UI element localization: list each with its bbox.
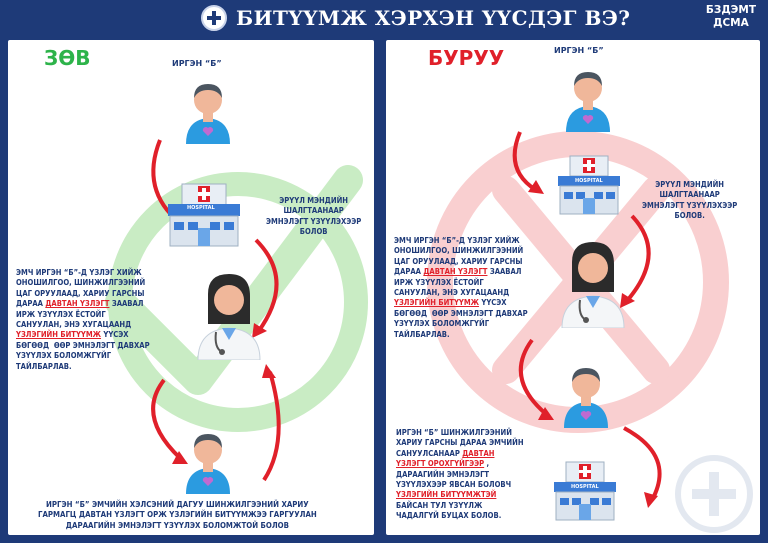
doctor-explanation: ЭМЧ ИРГЭН “Б”-Д ҮЗЛЭГ ХИЙЖ ОНОШИЛГОО, ШИ… bbox=[394, 236, 528, 340]
header-bar: БИТҮҮМЖ ХЭРХЭН ҮҮСДЭГ ВЭ? БЗДЭМТ ДСМА bbox=[0, 0, 768, 36]
bottom-explanation: ИРГЭН “Б” ЭМЧИЙН ХЭЛСЭНИЙ ДАГУУ ШИНЖИЛГЭ… bbox=[38, 500, 317, 530]
page-title: БИТҮҮМЖ ХЭРХЭН ҮҮСДЭГ ВЭ? bbox=[236, 6, 631, 30]
hospital-note: ЭРҮҮЛ МЭНДИЙН ШАЛГТААНААР ЭМНЭЛЭГТ ҮЗҮҮЛ… bbox=[266, 196, 362, 237]
doctor-text-highlight-2: ҮЗЛЭГИЙН БИТҮҮМЖ bbox=[16, 330, 102, 340]
doctor-text-highlight-1: ДАВТАН ҮЗЛЭГТ bbox=[423, 267, 488, 277]
hospital-note: ЭРҮҮЛ МЭНДИЙН ШАЛГТААНААР ЭМНЭЛЭГТ ҮЗҮҮЛ… bbox=[642, 180, 738, 221]
ministry-logo-icon bbox=[201, 5, 227, 31]
doctor-text-part-b: ЗААВАЛ ИРЖ ҮЗҮҮЛЭХ ЁСТОЙГ САНУУЛАН, ЭНЭ … bbox=[16, 299, 144, 330]
citizen-middle-icon bbox=[564, 368, 608, 428]
hospital-sign-bottom: HOSPITAL bbox=[571, 484, 599, 490]
citizen-bottom-icon bbox=[186, 434, 230, 494]
org-line-2: ДСМА bbox=[713, 17, 749, 29]
doctor-explanation: ЭМЧ ИРГЭН “Б”-Д ҮЗЛЭГ ХИЙЖ ОНОШИЛГОО, ШИ… bbox=[16, 268, 150, 372]
citizen-label: ИРГЭН “Б” bbox=[554, 46, 604, 55]
citizen-icon bbox=[566, 72, 610, 132]
bottom-text-part-c: БАЙСАН ТУЛ ҮЗҮҮЛЖ ЧАДАЛГҮЙ БУЦАХ БОЛОВ. bbox=[396, 500, 502, 521]
doctor-text-part-a: ЭМЧ ИРГЭН “Б”-Д ҮЗЛЭГ ХИЙЖ ОНОШИЛГОО, ШИ… bbox=[16, 268, 146, 309]
green-checkmark-icon bbox=[105, 165, 363, 395]
bottom-explanation: ИРГЭН “Б” ШИНЖИЛГЭЭНИЙ ХАРИУ ГАРСНЫ ДАРА… bbox=[396, 428, 524, 522]
doctor-text-highlight-2: ҮЗЛЭГИЙН БИТҮҮМЖ bbox=[394, 298, 480, 308]
doctor-text-part-c: ҮҮСЭХ БӨГӨӨД ӨӨР ЭМНЭЛЭГТ ДАВХАР ҮЗҮҮЛЭХ… bbox=[16, 330, 150, 371]
citizen-label: ИРГЭН “Б” bbox=[172, 59, 222, 68]
doctor-text-part-c: ҮҮСЭХ БӨГӨӨД ӨӨР ЭМНЭЛЭГТ ДАВХАР ҮЗҮҮЛЭХ… bbox=[394, 298, 528, 339]
watermark-logo-icon bbox=[675, 455, 753, 533]
bottom-text-part-a: ИРГЭН “Б” ШИНЖИЛГЭЭНИЙ ХАРИУ ГАРСНЫ ДАРА… bbox=[396, 428, 524, 458]
organization-label: БЗДЭМТ ДСМА bbox=[706, 4, 756, 30]
correct-panel: ЗӨВ ИРГЭН “Б” HOSPITAL ЭРҮҮЛ МЭНДИЙН ШАЛ… bbox=[6, 38, 376, 537]
citizen-icon bbox=[186, 84, 230, 144]
bottom-text-part-b: , ДАРААГИЙН ЭМНЭЛЭГТ ҮЗҮҮЛЭХЭЭР ЯВСАН БО… bbox=[396, 459, 512, 490]
hospital-icon bbox=[168, 183, 240, 247]
correct-heading: ЗӨВ bbox=[44, 46, 91, 70]
doctor-icon bbox=[197, 274, 261, 360]
doctor-text-part-a: ЭМЧ ИРГЭН “Б”-Д ҮЗЛЭГ ХИЙЖ ОНОШИЛГОО, ШИ… bbox=[394, 236, 524, 277]
doctor-icon bbox=[561, 242, 625, 328]
hospital-sign: HOSPITAL bbox=[575, 178, 603, 184]
doctor-text-part-b: ЗААВАЛ ИРЖ ҮЗҮҮЛЭХ ЁСТОЙГ САНУУЛАН, ЭНЭ … bbox=[394, 267, 522, 298]
hospital-sign: HOSPITAL bbox=[187, 205, 215, 211]
doctor-text-highlight-1: ДАВТАН ҮЗЛЭГТ bbox=[45, 299, 110, 309]
wrong-panel: БУРУУ ИРГЭН “Б” HOSPITAL ЭРҮҮЛ МЭНДИЙН Ш… bbox=[384, 38, 762, 537]
wrong-heading: БУРУУ bbox=[428, 46, 505, 70]
org-line-1: БЗДЭМТ bbox=[705, 4, 756, 16]
bottom-text-highlight-1: ДАВТАН ҮЗЛЭГТ ОРОХГҮЙГЭЭР bbox=[396, 448, 495, 469]
correct-background-graphics bbox=[105, 139, 368, 482]
hospital-icon bbox=[558, 155, 620, 215]
hospital-bottom-icon bbox=[554, 461, 616, 521]
bottom-text-highlight-2: ҮЗЛЭГИЙН БИТҮҮМЖТЭЙ bbox=[396, 490, 497, 500]
